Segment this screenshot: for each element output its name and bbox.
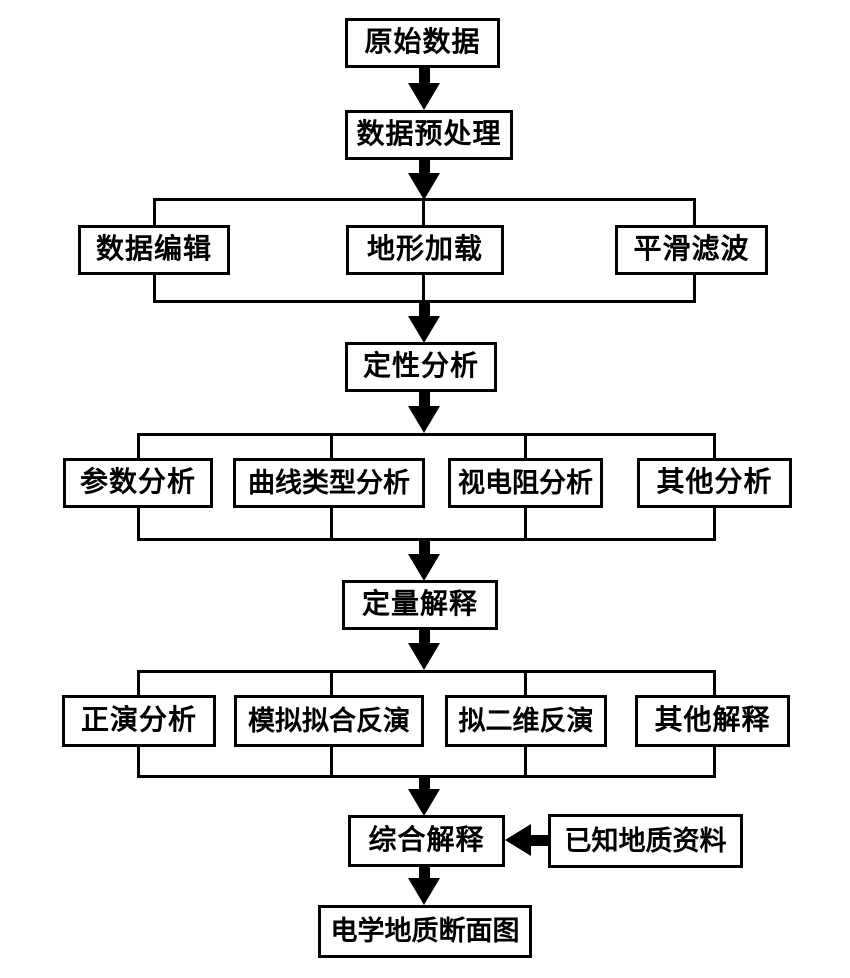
arrow-head-down-icon	[408, 406, 440, 433]
node-forward-analysis: 正演分析	[62, 695, 216, 747]
arrow-shaft	[419, 302, 430, 317]
connector-branch3-top	[137, 670, 716, 673]
connector-branch3-bottom	[137, 775, 716, 778]
arrow-head-down-icon	[408, 789, 440, 816]
node-terrain-loading: 地形加载	[346, 225, 504, 275]
arrow-shaft	[419, 777, 430, 790]
node-electrical-geological-section: 电学地质断面图	[318, 905, 532, 958]
node-qualitative-analysis: 定性分析	[345, 342, 497, 392]
node-known-geological-data: 已知地质资料	[548, 814, 743, 868]
arrow-head-down-icon	[408, 173, 440, 200]
connector-branch2-top	[137, 433, 716, 436]
node-curve-type-analysis: 曲线类型分析	[233, 458, 425, 508]
node-comprehensive-interpretation: 综合解释	[348, 815, 505, 867]
arrow-shaft	[419, 629, 430, 644]
node-raw-data: 原始数据	[345, 18, 500, 68]
arrow-head-down-icon	[408, 316, 440, 343]
arrow-head-down-icon	[408, 554, 440, 581]
arrow-shaft	[419, 866, 430, 879]
node-other-interpretation: 其他解释	[635, 695, 790, 747]
arrow-shaft	[419, 160, 430, 174]
node-smoothing-filter: 平滑滤波	[615, 225, 768, 275]
arrow-shaft	[419, 68, 430, 84]
arrow-shaft	[419, 540, 430, 555]
node-quasi-2d-inversion: 拟二维反演	[445, 695, 607, 747]
arrow-shaft	[527, 835, 548, 846]
node-quantitative-interpretation: 定量解释	[342, 580, 498, 630]
connector-branch2-bottom	[137, 538, 716, 541]
arrow-head-down-icon	[408, 643, 440, 670]
node-apparent-resistivity-analysis: 视电阻分析	[448, 458, 603, 508]
node-other-analysis: 其他分析	[637, 458, 792, 508]
arrow-head-down-icon	[408, 878, 440, 905]
arrow-head-down-icon	[408, 83, 440, 110]
node-data-editing: 数据编辑	[78, 225, 230, 275]
arrow-head-left-icon	[505, 824, 531, 856]
node-simulation-fitting-inversion: 模拟拟合反演	[234, 695, 424, 747]
arrow-shaft	[419, 391, 430, 407]
node-parameter-analysis: 参数分析	[63, 458, 213, 508]
node-data-preprocessing: 数据预处理	[345, 110, 513, 160]
